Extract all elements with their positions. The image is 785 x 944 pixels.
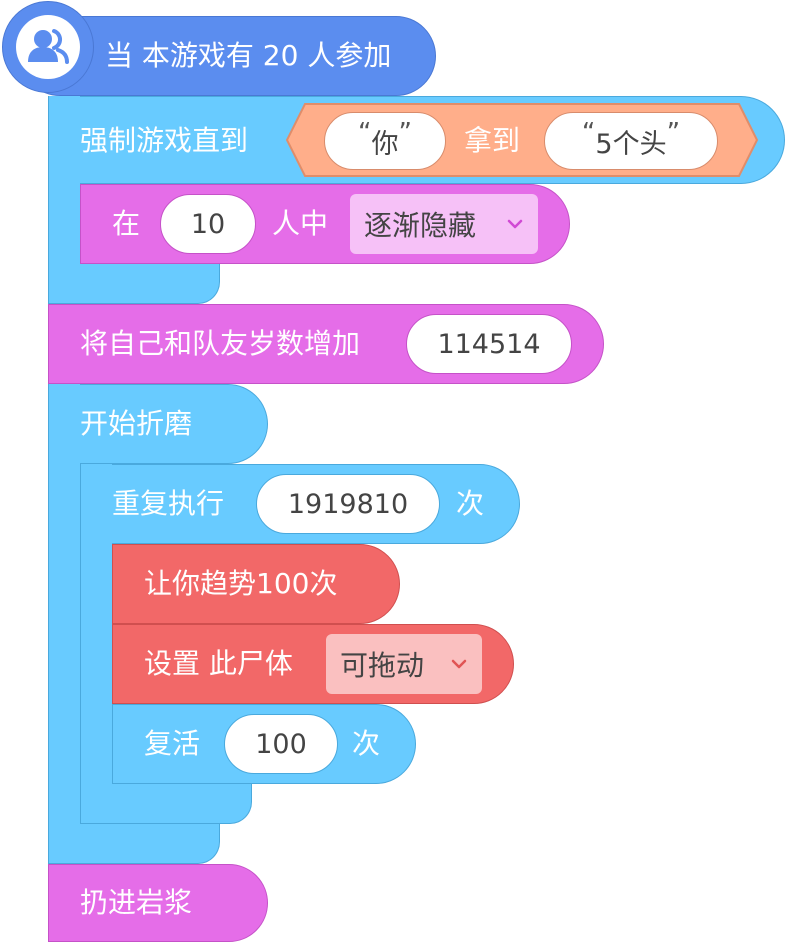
set-label: 设置 此尸体 bbox=[144, 647, 293, 680]
repeat-times-input[interactable]: 1919810 bbox=[256, 474, 440, 534]
lava-label: 扔进岩浆 bbox=[80, 886, 193, 919]
torture-block-arm bbox=[48, 384, 80, 864]
revive-unit: 次 bbox=[352, 727, 381, 760]
force-inner-suffix: 人中 bbox=[272, 207, 329, 240]
age-label: 将自己和队友岁数增加 bbox=[80, 327, 361, 360]
force-block-foot bbox=[48, 264, 220, 304]
hat-icon-inner bbox=[16, 15, 80, 79]
repeat-times-value: 1919810 bbox=[287, 488, 409, 520]
age-value: 114514 bbox=[437, 328, 541, 360]
quote-close: ” bbox=[666, 118, 681, 148]
repeat-unit: 次 bbox=[456, 487, 485, 520]
quote-close: ” bbox=[398, 118, 412, 148]
revive-times-value: 100 bbox=[255, 728, 307, 760]
hat-label: 当 本游戏有 20 人参加 bbox=[105, 39, 392, 72]
force-inner-prefix: 在 bbox=[112, 207, 141, 240]
set-mode-value: 可拖动 bbox=[340, 649, 425, 682]
users-icon bbox=[28, 29, 69, 64]
torture-label: 开始折磨 bbox=[80, 407, 193, 440]
force-label: 强制游戏直到 bbox=[80, 124, 249, 157]
force-who-input[interactable]: “ 你 ” bbox=[324, 112, 446, 170]
set-mode-dropdown[interactable]: 可拖动 bbox=[326, 634, 482, 694]
repeat-label: 重复执行 bbox=[112, 487, 225, 520]
force-verb: 拿到 bbox=[464, 124, 521, 157]
chevron-down-icon bbox=[507, 219, 523, 229]
torture-block-top[interactable] bbox=[48, 384, 268, 464]
repeat-block-foot bbox=[80, 784, 252, 824]
force-item-value: 5个头 bbox=[595, 128, 667, 160]
force-item-input[interactable]: “ 5个头 ” bbox=[544, 112, 718, 170]
revive-label: 复活 bbox=[144, 727, 201, 760]
torture-block-foot bbox=[48, 824, 220, 864]
trend-label: 让你趋势100次 bbox=[144, 567, 338, 600]
force-who-value: 你 bbox=[371, 128, 399, 160]
age-value-input[interactable]: 114514 bbox=[406, 314, 572, 374]
force-inner-mode-dropdown[interactable]: 逐渐隐藏 bbox=[350, 194, 538, 254]
force-inner-count-value: 10 bbox=[190, 208, 226, 240]
force-inner-mode-value: 逐渐隐藏 bbox=[364, 209, 477, 242]
quote-open: “ bbox=[581, 118, 596, 148]
trend-block[interactable] bbox=[112, 544, 400, 624]
revive-times-input[interactable]: 100 bbox=[224, 714, 338, 774]
quote-open: “ bbox=[358, 118, 372, 148]
repeat-block-arm bbox=[80, 464, 112, 824]
chevron-down-icon bbox=[451, 659, 467, 669]
force-inner-count-input[interactable]: 10 bbox=[160, 194, 256, 254]
lava-block[interactable] bbox=[48, 864, 268, 942]
